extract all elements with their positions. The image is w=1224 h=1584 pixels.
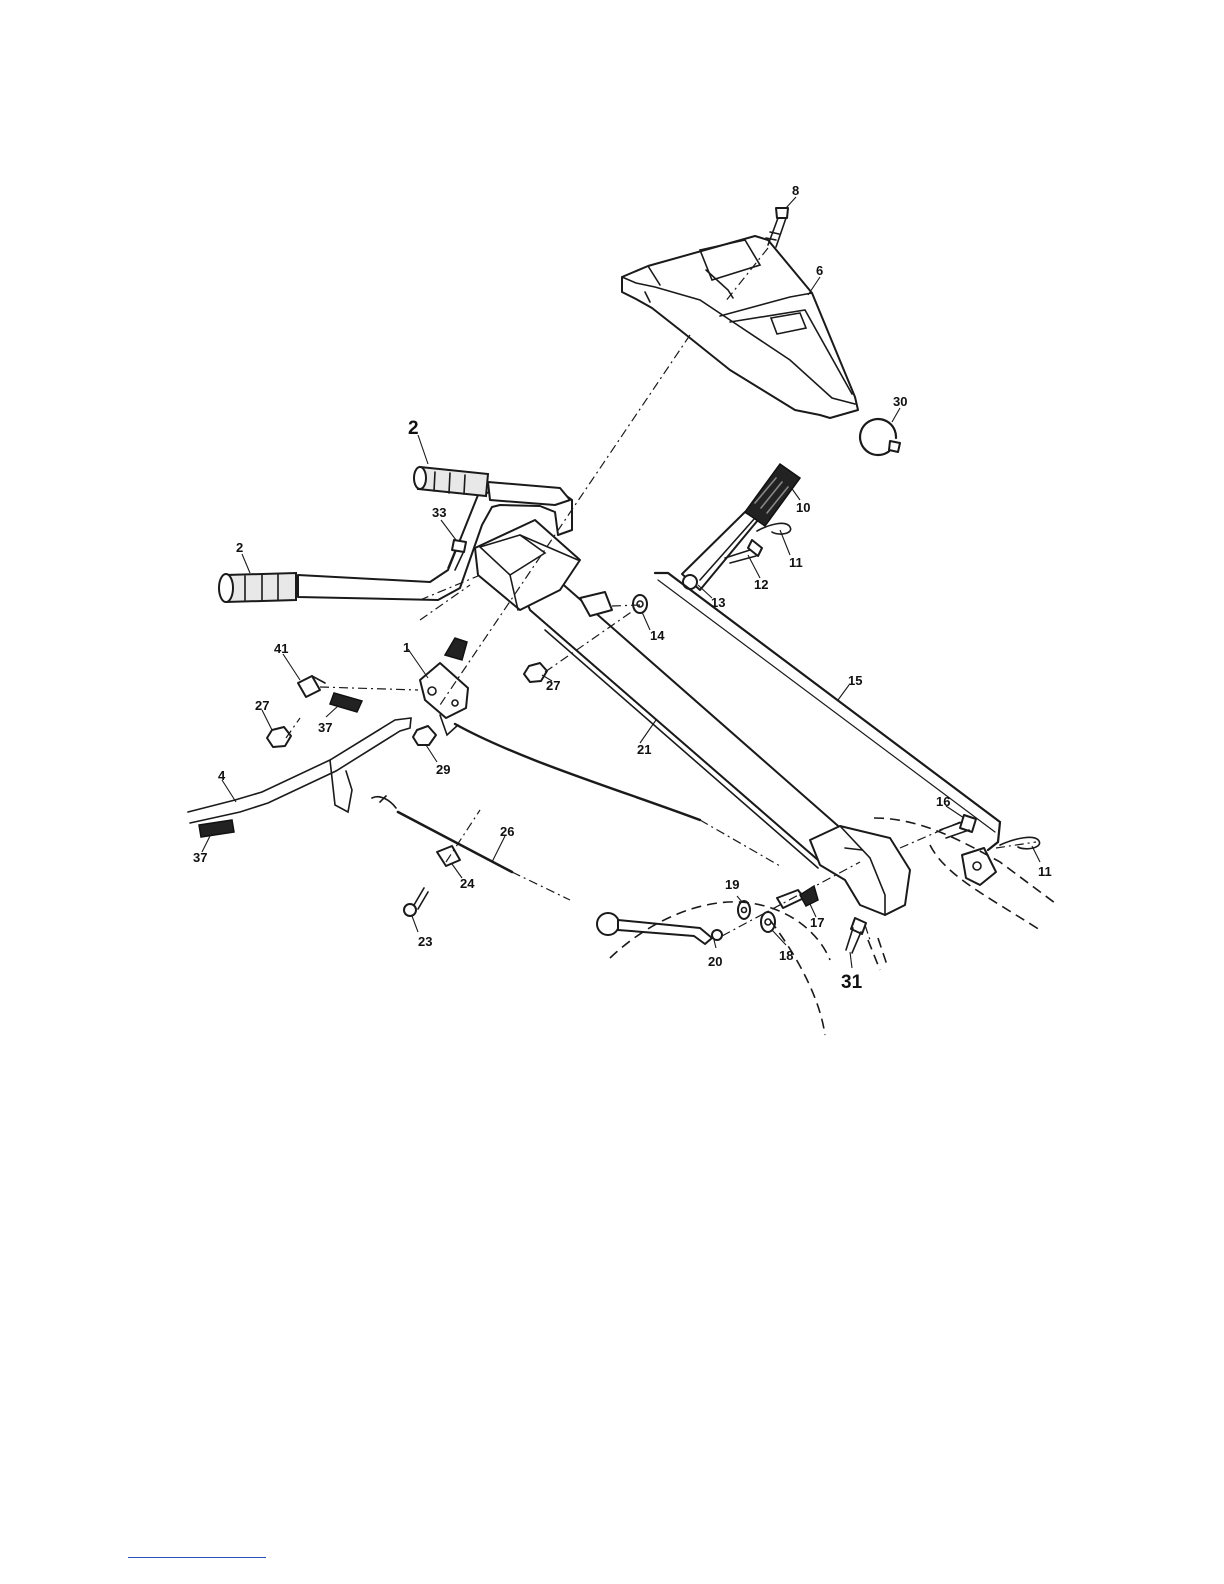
hairpin-11-lower bbox=[1000, 837, 1040, 848]
callout-19: 19 bbox=[725, 877, 739, 892]
callout-26: 26 bbox=[500, 824, 514, 839]
callout-8: 8 bbox=[792, 183, 799, 198]
grip-10 bbox=[745, 464, 800, 526]
callout-37-upper: 37 bbox=[318, 720, 332, 735]
callout-15: 15 bbox=[848, 673, 862, 688]
grip-2-upper bbox=[414, 467, 488, 496]
control-cable bbox=[455, 724, 700, 820]
retaining-ring-30 bbox=[860, 419, 900, 455]
callout-41: 41 bbox=[274, 641, 288, 656]
detent-17 bbox=[777, 886, 818, 908]
spacer-14 bbox=[633, 595, 647, 613]
callout-27-left: 27 bbox=[255, 698, 269, 713]
callout-10: 10 bbox=[796, 500, 810, 515]
callout-30: 30 bbox=[893, 394, 907, 409]
callout-6: 6 bbox=[816, 263, 823, 278]
handle-assembly-exploded-diagram: 8 6 30 2 2 33 10 11 12 13 14 27 41 1 27 … bbox=[0, 0, 1224, 1400]
bolt-23 bbox=[404, 888, 428, 916]
callout-33: 33 bbox=[432, 505, 446, 520]
callout-2-lower: 2 bbox=[236, 540, 243, 555]
callout-11-upper: 11 bbox=[789, 555, 803, 570]
washer-19 bbox=[738, 901, 750, 919]
bolt-31 bbox=[846, 918, 866, 953]
callout-12: 12 bbox=[754, 577, 768, 592]
clip-24 bbox=[437, 846, 460, 866]
callout-31: 31 bbox=[841, 972, 863, 993]
bracket-shift bbox=[962, 848, 996, 885]
callout-24: 24 bbox=[460, 876, 475, 891]
grip-2-lower bbox=[219, 573, 296, 602]
nut-27-center bbox=[524, 663, 547, 682]
callout-4: 4 bbox=[218, 768, 226, 783]
callout-17: 17 bbox=[810, 915, 824, 930]
footer-rule bbox=[128, 1557, 266, 1558]
hairpin-11-upper bbox=[757, 523, 791, 534]
callout-23: 23 bbox=[418, 934, 432, 949]
grip-37-lower bbox=[199, 820, 234, 837]
callout-37-lower: 37 bbox=[193, 850, 207, 865]
callout-20: 20 bbox=[708, 954, 722, 969]
callout-21: 21 bbox=[637, 742, 651, 757]
clutch-bracket-1 bbox=[420, 638, 468, 735]
callout-29: 29 bbox=[436, 762, 450, 777]
callout-16: 16 bbox=[936, 794, 950, 809]
washer-18 bbox=[761, 912, 775, 932]
callout-13: 13 bbox=[711, 595, 725, 610]
gear-lever-20 bbox=[597, 913, 722, 944]
callout-18: 18 bbox=[779, 948, 793, 963]
washer-29 bbox=[413, 726, 436, 745]
callout-27-center: 27 bbox=[546, 678, 560, 693]
screw-8 bbox=[766, 208, 788, 247]
callout-11-lower: 11 bbox=[1038, 864, 1052, 879]
callout-2-upper: 2 bbox=[408, 418, 419, 439]
callout-14: 14 bbox=[650, 628, 665, 643]
callout-1: 1 bbox=[403, 640, 410, 655]
